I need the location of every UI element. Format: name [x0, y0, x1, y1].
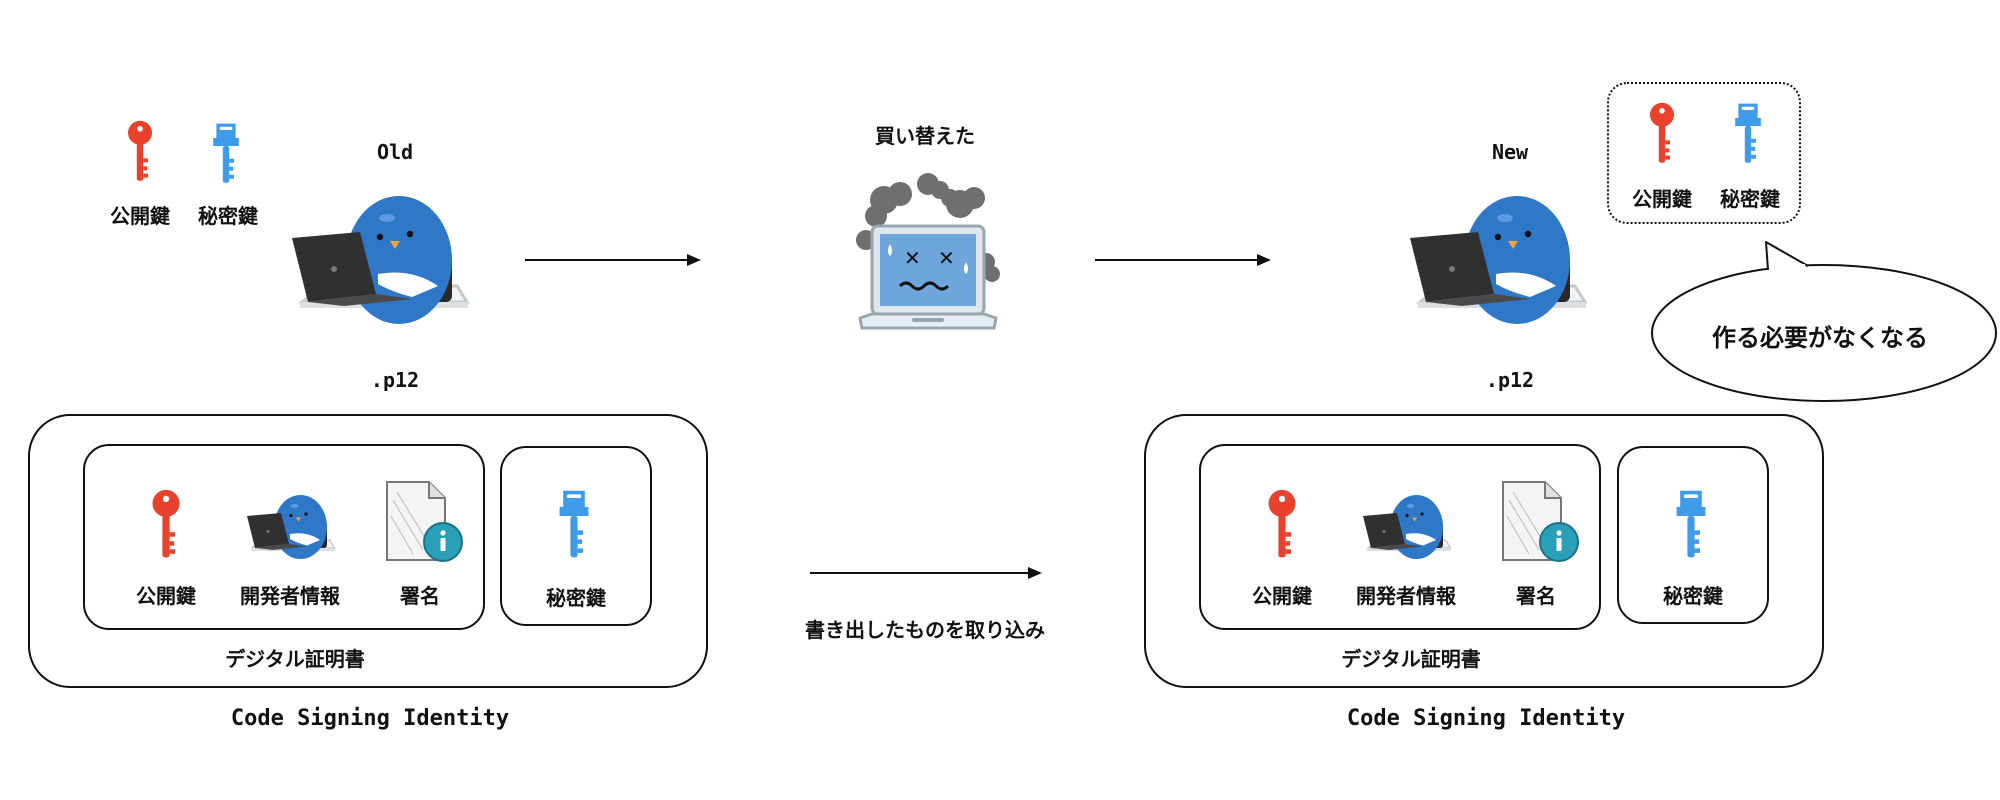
legend-private-key-label: 秘密鍵	[198, 204, 258, 228]
private-key-icon	[1735, 103, 1761, 163]
cert-item-signature: 署名	[1516, 584, 1556, 608]
cert-item-developer-info: 開発者情報	[240, 584, 340, 608]
public-key-icon	[152, 489, 180, 558]
public-key-icon	[1650, 102, 1674, 163]
svg-text:✕: ✕	[904, 246, 921, 270]
developer-info-icon	[1362, 494, 1452, 560]
code-signing-identity-box-old	[28, 414, 708, 688]
new-keys-public-label: 公開鍵	[1632, 187, 1692, 211]
public-key-icon	[1268, 489, 1296, 558]
old-machine-title: Old	[376, 140, 414, 164]
new-p12-label: .p12	[1485, 368, 1535, 392]
new-keys-box	[1607, 82, 1801, 224]
private-key-icon	[1676, 490, 1706, 558]
signature-document-icon	[386, 481, 463, 562]
code-signing-identity-box-new	[1144, 414, 1824, 688]
new-keys-private-label: 秘密鍵	[1720, 187, 1780, 211]
developer-at-laptop-icon	[1408, 194, 1588, 326]
broken-laptop-caption: 買い替えた	[875, 124, 975, 148]
transfer-caption: 書き出したものを取り込み	[805, 618, 1045, 642]
code-signing-identity-label: Code Signing Identity	[1346, 706, 1626, 731]
certificate-box-new	[1199, 444, 1601, 630]
import-export-arrow	[810, 567, 1042, 579]
developer-info-icon	[246, 494, 336, 560]
public-key-icon	[128, 120, 152, 181]
certificate-box-old	[83, 444, 485, 630]
arrow-to-broken-laptop	[525, 254, 701, 266]
private-key-box-old	[500, 446, 652, 626]
legend-public-key-label: 公開鍵	[110, 204, 170, 228]
private-key-icon	[559, 490, 589, 558]
certificate-label: デジタル証明書	[225, 647, 365, 671]
new-machine-title: New	[1491, 140, 1529, 164]
private-key-label: 秘密鍵	[546, 586, 606, 610]
speech-bubble	[1651, 241, 1997, 402]
private-key-label: 秘密鍵	[1663, 584, 1723, 608]
cert-item-public-key: 公開鍵	[1252, 584, 1312, 608]
private-key-icon	[213, 123, 239, 183]
cert-item-developer-info: 開発者情報	[1356, 584, 1456, 608]
svg-text:✕: ✕	[938, 246, 955, 270]
code-signing-identity-label: Code Signing Identity	[230, 706, 510, 731]
old-p12-label: .p12	[370, 368, 420, 392]
developer-at-laptop-icon	[290, 194, 470, 326]
certificate-label: デジタル証明書	[1341, 647, 1481, 671]
private-key-box-new	[1617, 446, 1769, 624]
cert-item-public-key: 公開鍵	[136, 584, 196, 608]
broken-laptop-icon: ✕ ✕	[856, 173, 1000, 330]
cert-item-signature: 署名	[400, 584, 440, 608]
speech-bubble-text: 作る必要がなくなる	[1712, 324, 1928, 352]
arrow-to-new-machine	[1095, 254, 1271, 266]
signature-document-icon	[1502, 481, 1579, 562]
